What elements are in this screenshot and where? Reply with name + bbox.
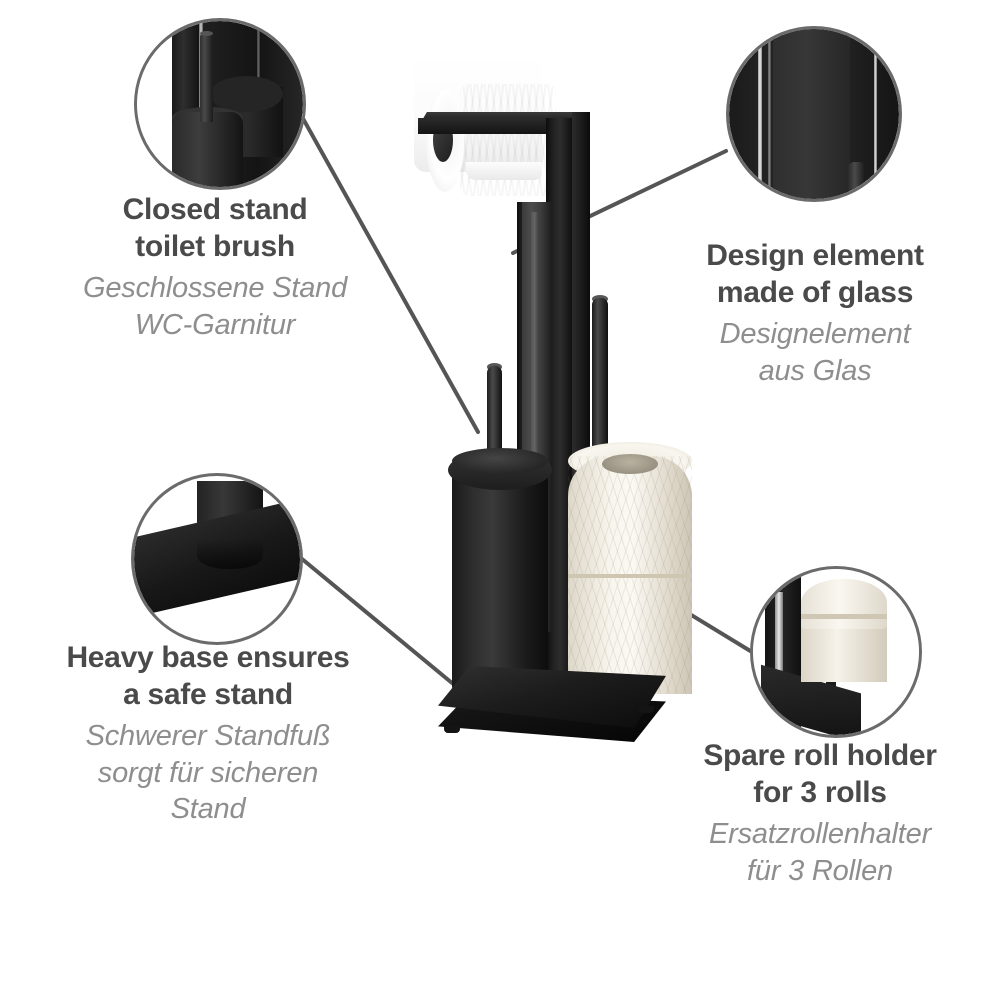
glass-panel-edge [517,202,523,632]
connector-bottom-left [294,552,454,685]
callout-image-base-closeup [134,476,300,642]
callout-glass-element [726,26,902,202]
feature-title-de: Ersatzrollenhalter für 3 Rollen [708,818,932,887]
callout-image-spare-roll-closeup [753,569,919,735]
spare-roll-core-hole [602,454,658,474]
brush-container-lid-top [452,448,548,474]
feature-title-de: Schwerer Standfuß sorgt für sicheren Sta… [85,720,331,826]
callout-toilet-brush-lid [134,18,306,190]
callout-bg [137,21,174,187]
callout-spare-roll-holder [750,566,922,738]
feature-title-en: Heavy base ensures a safe stand [66,641,350,711]
feature-title-de: Designelement aus Glas [719,318,911,387]
lid-top-detail [210,75,284,113]
spare-rod-detail [826,671,836,696]
glass-surface-detail [773,29,850,199]
brush-handle [487,366,502,462]
brush-handle-cap-detail [200,30,213,36]
callout-heavy-base [131,473,303,645]
callout-image-brush-lid-closeup [137,21,303,187]
feature-title-de: Geschlossene Stand WC-Garnitur [82,272,347,341]
feature-spare-roll-holder-for-3-rolls: Spare roll holder for 3 rolls Ersatzroll… [640,738,1000,889]
base-foot-right [638,706,654,713]
feature-title-en: Closed stand toilet brush [122,193,308,263]
base-foot-left [444,726,460,733]
callout-image-glass-closeup [729,29,899,199]
cylinder-shadow-detail [197,539,264,569]
feature-design-element-made-of-glass: Design element made of glass Designeleme… [630,238,1000,389]
spare-rod-detail [848,161,865,199]
product-image [400,30,700,742]
feature-heavy-base-ensures-a-safe-stand: Heavy base ensures a safe stand Schwerer… [8,640,408,828]
glass-highlight [531,212,538,612]
spare-roll-seam-detail [801,613,888,619]
spare-roll-seam [568,574,692,579]
glass-edge-highlight-2 [768,29,771,199]
spare-roll-upper-detail [801,578,888,629]
roll-paper-tail [466,162,542,180]
glass-highlight-detail-b [256,21,260,96]
brush-cylinder-detail [171,112,244,187]
feature-title-en: Spare roll holder for 3 rolls [703,739,937,809]
spare-roll-texture [568,456,692,582]
roll-holder-arm [418,118,576,134]
connector-top-left [294,104,480,434]
glass-edge-highlight-3 [873,29,878,199]
feature-closed-stand-toilet-brush: Closed stand toilet brush Geschlossene S… [20,192,410,343]
glass-highlight-detail [774,592,783,679]
feature-title-en: Design element made of glass [706,239,924,309]
glass-edge-highlight-1 [757,29,762,199]
brush-handle-detail [200,32,213,123]
spare-roll-upper [568,456,692,582]
toilet-brush-container [452,470,548,700]
